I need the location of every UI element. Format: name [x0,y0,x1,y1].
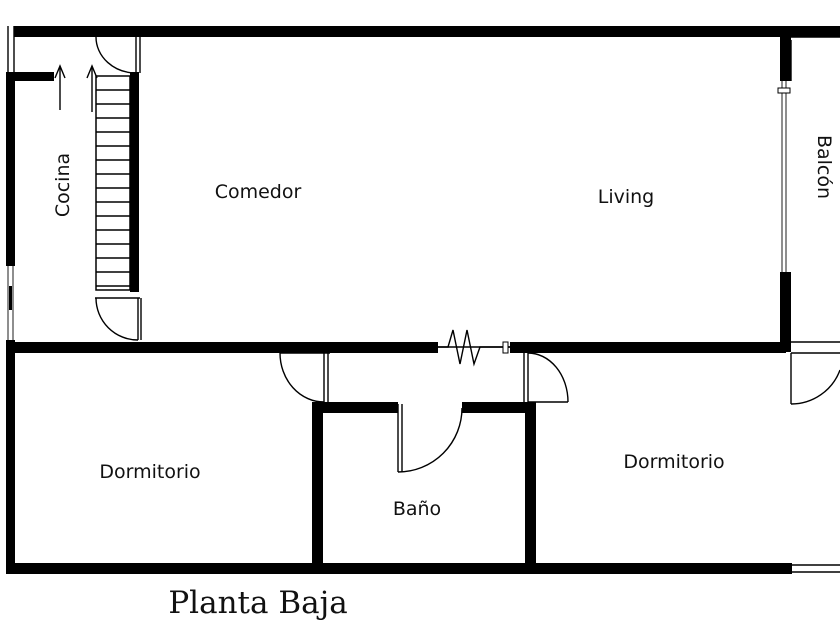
top-left-window [7,26,15,72]
wall-left-stub [6,72,54,81]
middle-wall-right [510,342,786,353]
middle-wall-spring [438,329,510,367]
balcony-rail [790,36,840,81]
balcony-wall-upper [780,37,791,81]
right-hall-door [523,352,569,403]
balcony-sliding-door [777,81,791,272]
right-bottom-window [792,564,840,573]
bath-door [397,404,463,473]
label-cocina: Cocina [52,153,74,217]
label-living: Living [598,186,655,208]
stair-wall [130,72,139,292]
wall-left-lower [6,340,15,574]
label-bano: Baño [393,498,441,520]
left-dorm-door [279,352,330,403]
balcony-wall-lower [780,272,791,352]
plan-title: Planta Baja [168,585,347,621]
label-comedor: Comedor [215,181,302,203]
label-dormitorio-left: Dormitorio [99,461,200,483]
kitchen-bottom-door [95,297,142,341]
staircase [54,64,131,291]
right-dorm-door [790,341,840,405]
label-dormitorio-right: Dormitorio [623,451,724,473]
label-balcon: Balcón [813,135,835,199]
left-window [7,266,14,340]
wall-top [14,26,840,37]
bath-wall-right [525,402,536,570]
wall-left-upper [6,76,15,266]
kitchen-top-door [94,26,141,74]
bath-wall-top-left [312,402,398,413]
kitchen-top-wall [14,26,94,37]
bath-wall-top-right [462,402,536,413]
middle-wall-left [14,342,438,353]
bath-wall-left [312,402,323,570]
wall-bottom [6,563,792,574]
